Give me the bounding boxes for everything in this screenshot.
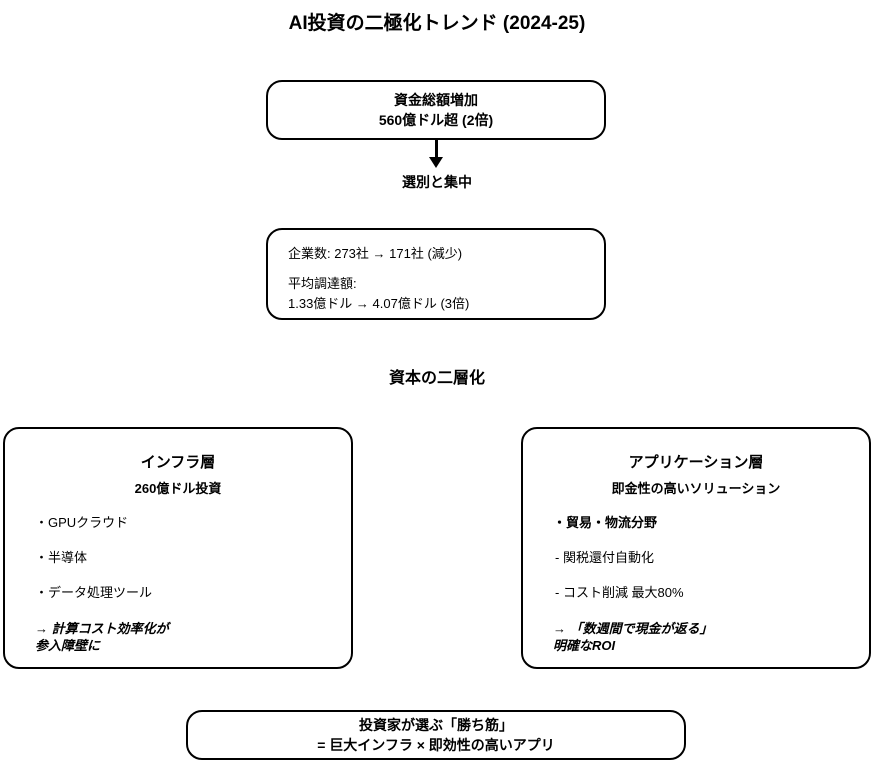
arrow-down-head-icon	[429, 157, 443, 168]
list-item: - 関税還付自動化	[555, 550, 654, 565]
stat-average-value: 1.33億ドル → 4.07億ドル (3倍)	[288, 296, 470, 311]
infra-layer-title: インフラ層	[140, 454, 216, 471]
concentration-stats-box: 企業数: 273社 → 171社 (減少) 平均調達額: 1.33億ドル → 4…	[266, 228, 606, 320]
infra-layer-subtitle: 260億ドル投資	[134, 481, 222, 496]
list-item: ・貿易・物流分野	[553, 515, 658, 530]
conclusion-box: 投資家が選ぶ「勝ち筋」 = 巨大インフラ × 即効性の高いアプリ	[186, 710, 686, 760]
infra-layer-box: インフラ層 260億ドル投資 ・GPUクラウド ・半導体 ・データ処理ツール →…	[3, 427, 353, 669]
section-header-dual-capital: 資本の二層化	[388, 370, 485, 387]
arrow-label-selection: 選別と集中	[402, 174, 472, 190]
stat-companies: 企業数: 273社 → 171社 (減少)	[288, 246, 463, 261]
total-funding-line-1: 資金総額増加	[394, 91, 478, 108]
list-item: ・GPUクラウド	[35, 515, 129, 530]
application-layer-title: アプリケーション層	[628, 454, 764, 471]
application-layer-note-line-1: → 「数週間で現金が返る」	[553, 621, 713, 636]
infra-layer-note-line-2: 参入障壁に	[35, 638, 101, 653]
application-layer-note-line-2: 明確なROI	[553, 638, 616, 653]
list-item: ・半導体	[35, 550, 88, 565]
stat-average-label: 平均調達額:	[288, 276, 357, 291]
infra-layer-list: ・GPUクラウド ・半導体 ・データ処理ツール → 計算コスト効率化が 参入障壁…	[35, 515, 335, 654]
total-funding-box: 資金総額増加 560億ドル超 (2倍)	[266, 80, 606, 140]
arrow-down-shaft-icon	[435, 140, 438, 160]
conclusion-line-1: 投資家が選ぶ「勝ち筋」	[359, 716, 513, 733]
conclusion-line-2: = 巨大インフラ × 即効性の高いアプリ	[317, 736, 555, 753]
infra-layer-note-line-1: → 計算コスト効率化が	[35, 621, 169, 636]
total-funding-line-2: 560億ドル超 (2倍)	[378, 111, 494, 128]
list-item: ・データ処理ツール	[35, 585, 153, 600]
application-layer-box: アプリケーション層 即金性の高いソリューション ・貿易・物流分野 - 関税還付自…	[521, 427, 871, 669]
page-title: AI投資の二極化トレンド (2024-25)	[288, 13, 586, 34]
application-layer-subtitle: 即金性の高いソリューション	[611, 481, 781, 496]
stat-spacer	[288, 264, 590, 274]
list-item: - コスト削減 最大80%	[555, 585, 684, 600]
application-layer-list: ・貿易・物流分野 - 関税還付自動化 - コスト削減 最大80% → 「数週間で…	[553, 515, 853, 654]
